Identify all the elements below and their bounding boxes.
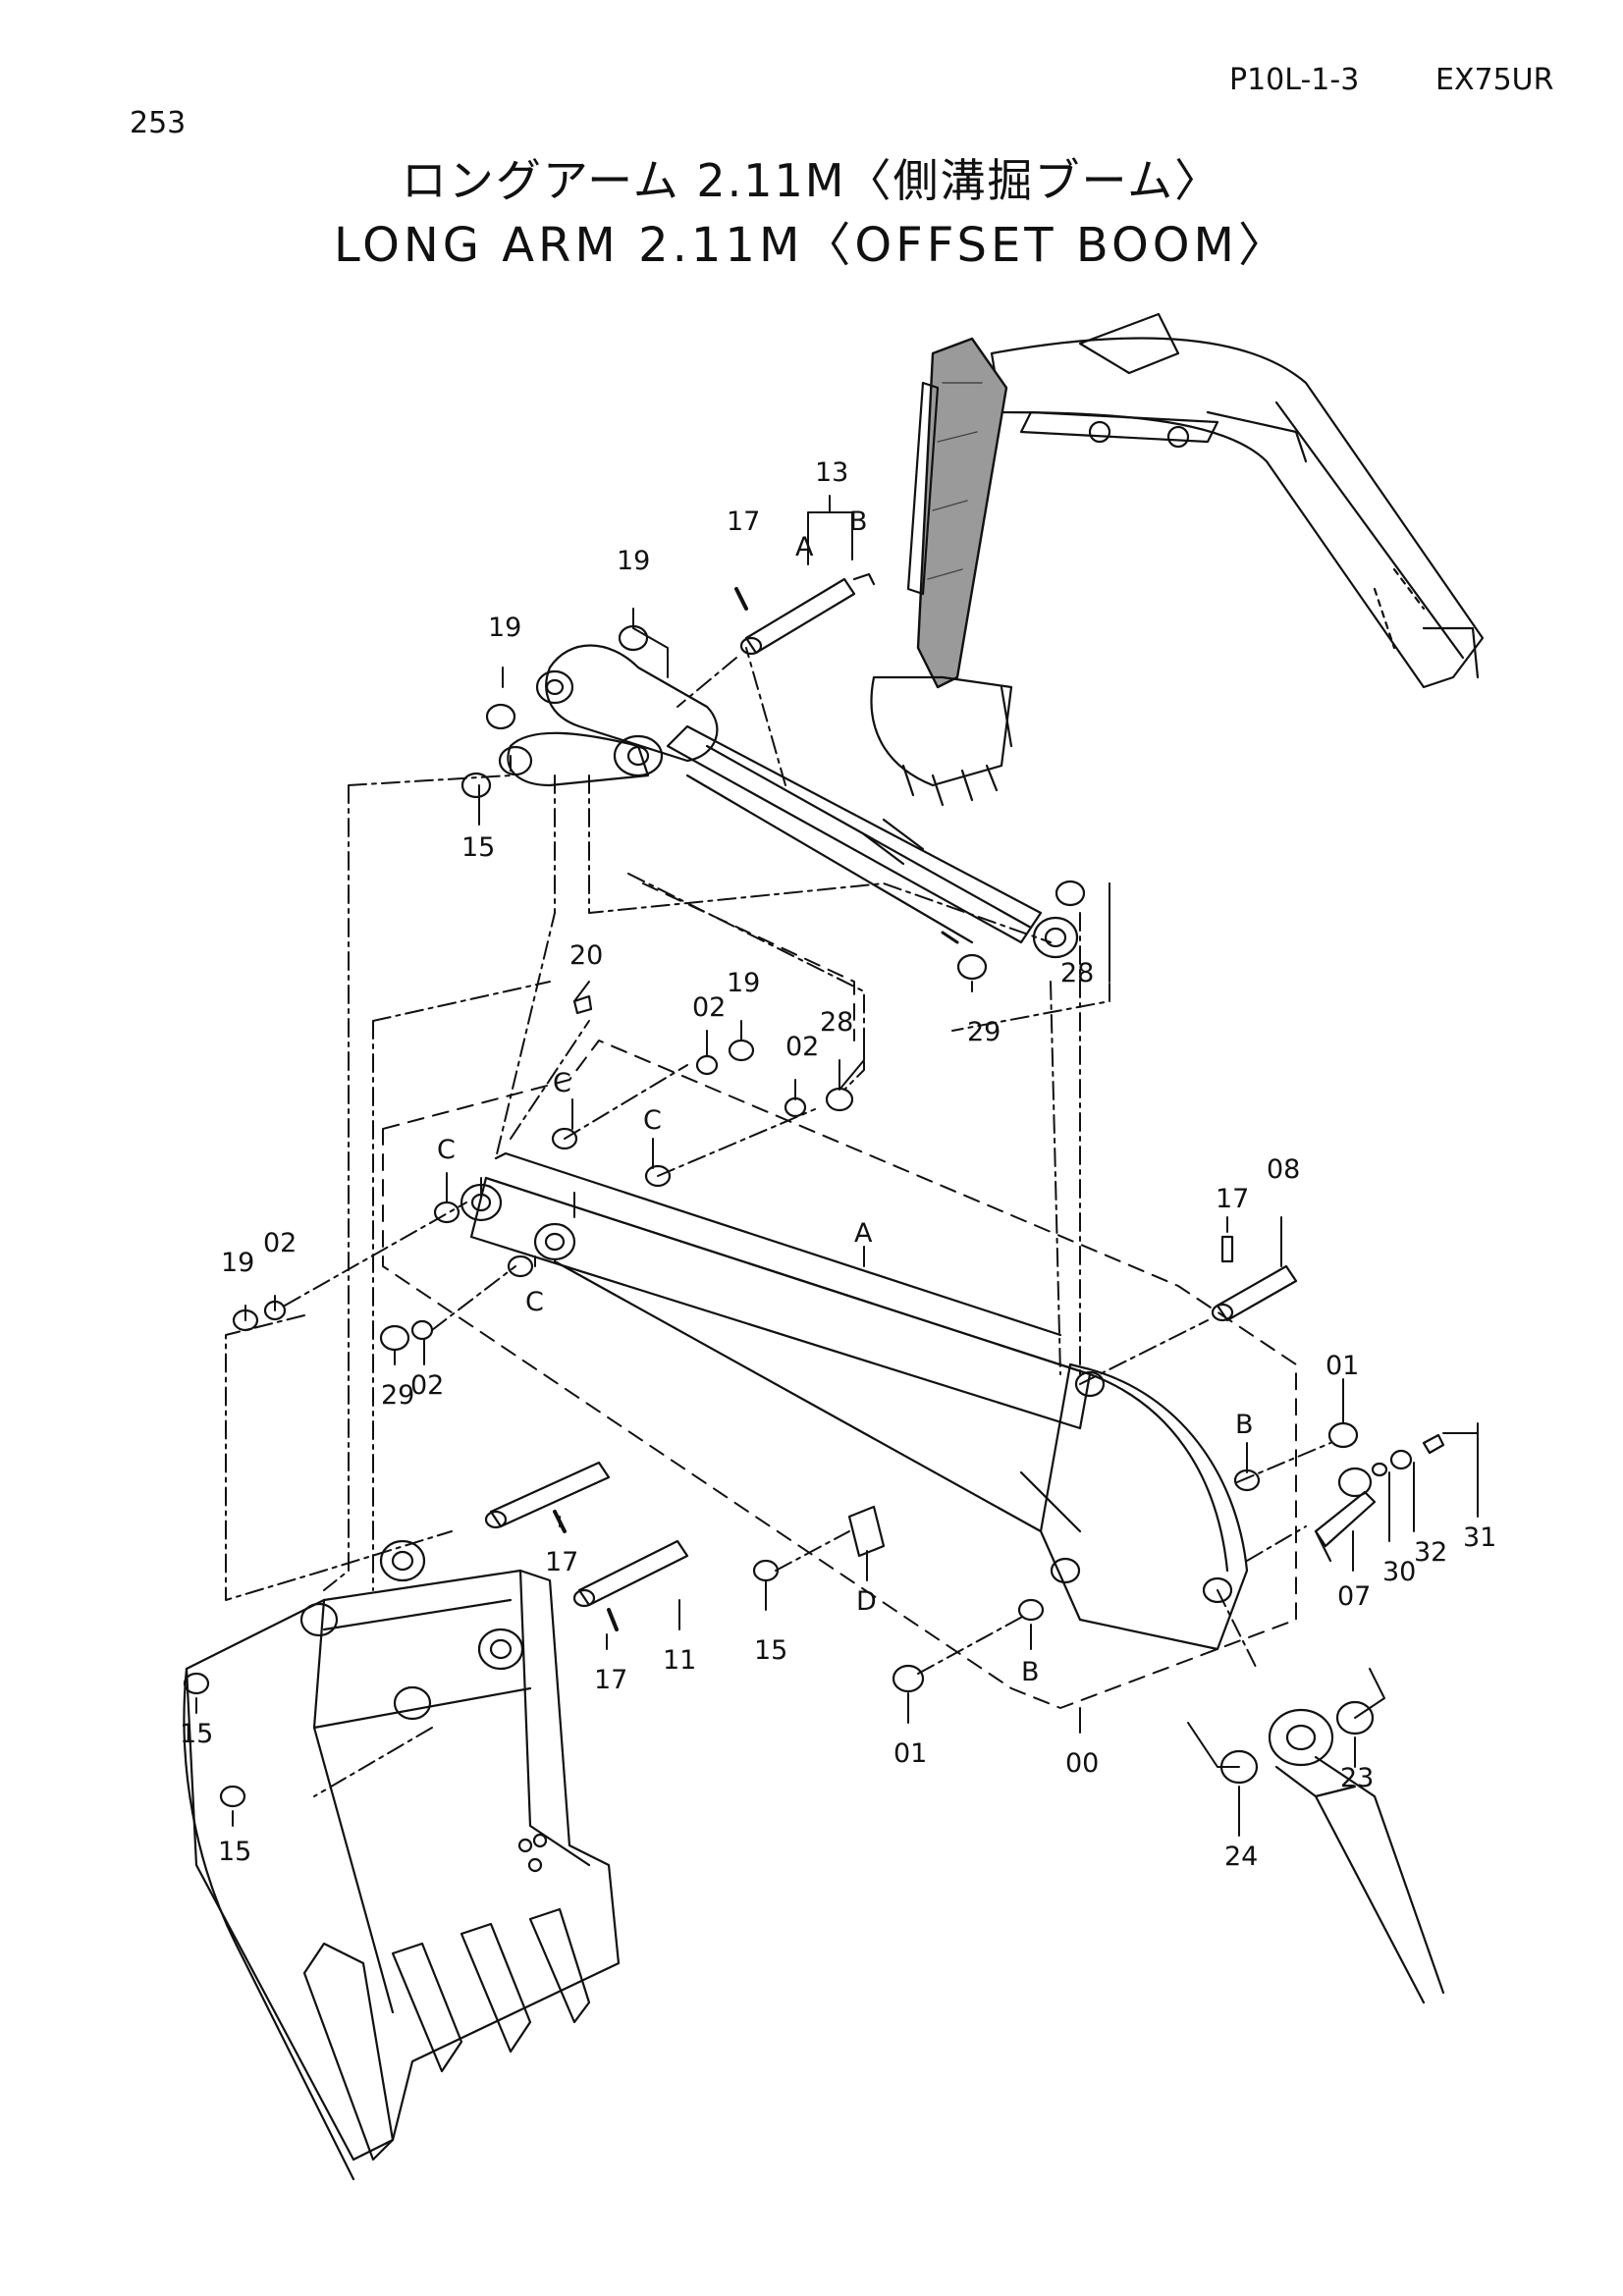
callout-15-link: 15 xyxy=(461,832,495,863)
callout-02-left: 02 xyxy=(263,1228,297,1258)
callout-29-left: 29 xyxy=(381,1380,414,1411)
callout-08: 08 xyxy=(1267,1154,1300,1185)
callout-07: 07 xyxy=(1337,1581,1371,1612)
callout-17-bucket-a: 17 xyxy=(545,1547,578,1577)
callout-labels: 13 A B 17 19 19 15 20 02 19 28 02 29 28 … xyxy=(180,457,1496,1872)
callout-13-a: A xyxy=(795,532,814,562)
callout-02-upper-b: 02 xyxy=(785,1032,819,1062)
callout-28-cyl: 28 xyxy=(1060,958,1094,988)
callout-23: 23 xyxy=(1340,1763,1374,1793)
callout-00: 00 xyxy=(1065,1748,1099,1779)
callout-20: 20 xyxy=(569,940,603,971)
callout-19-top: 19 xyxy=(617,546,650,576)
callout-d: D xyxy=(856,1586,877,1617)
sheet-code: P10L-1-3 xyxy=(1229,63,1360,97)
callout-13: 13 xyxy=(815,457,848,488)
callout-01-lower: 01 xyxy=(893,1738,927,1769)
callout-19-link: 19 xyxy=(488,613,521,643)
callout-17-right: 17 xyxy=(1216,1184,1249,1214)
callout-13-b: B xyxy=(849,507,868,537)
callout-c-3: C xyxy=(437,1135,456,1165)
title-english: LONG ARM 2.11M〈OFFSET BOOM〉 xyxy=(334,218,1289,273)
callout-01-right: 01 xyxy=(1325,1351,1359,1381)
callout-b-lower: B xyxy=(1021,1657,1040,1687)
page-number: 253 xyxy=(130,106,187,140)
callout-19-left: 19 xyxy=(221,1248,254,1278)
callout-19-upper: 19 xyxy=(727,968,760,998)
callout-02-upper-a: 02 xyxy=(692,992,726,1023)
callout-29-cyl: 29 xyxy=(967,1017,1001,1047)
callout-30: 30 xyxy=(1382,1557,1416,1587)
callout-17-bucket-b: 17 xyxy=(594,1665,627,1695)
callout-15-mid: 15 xyxy=(754,1635,787,1666)
part-group-outlines xyxy=(382,882,1297,1709)
callout-32: 32 xyxy=(1414,1537,1447,1568)
machine-overview-illustration xyxy=(870,312,1485,807)
model-code: EX75UR xyxy=(1435,63,1554,97)
callout-15-bucket-a: 15 xyxy=(180,1719,213,1749)
title-japanese: ロングアーム 2.11M〈側溝掘ブーム〉 xyxy=(401,154,1222,207)
callout-11: 11 xyxy=(663,1645,696,1676)
callout-15-bucket-b: 15 xyxy=(218,1837,251,1867)
arm-pins-and-bushings xyxy=(232,994,1445,1693)
callout-17-top: 17 xyxy=(727,507,760,537)
callout-c-1: C xyxy=(553,1068,571,1098)
callout-28-upper: 28 xyxy=(820,1007,853,1038)
bucket-assembly xyxy=(183,1461,689,2181)
callout-24: 24 xyxy=(1224,1842,1258,1872)
callout-leaders xyxy=(195,495,1479,1837)
callout-02-left-b: 02 xyxy=(410,1370,444,1401)
callout-31: 31 xyxy=(1463,1522,1496,1553)
callout-c-4: C xyxy=(525,1287,544,1317)
main-arm-body xyxy=(460,1151,1249,1651)
callout-a-arm: A xyxy=(854,1218,873,1249)
installation-leader-lines xyxy=(225,647,1331,1797)
callout-c-2: C xyxy=(643,1105,662,1136)
callout-b-right: B xyxy=(1235,1410,1254,1440)
